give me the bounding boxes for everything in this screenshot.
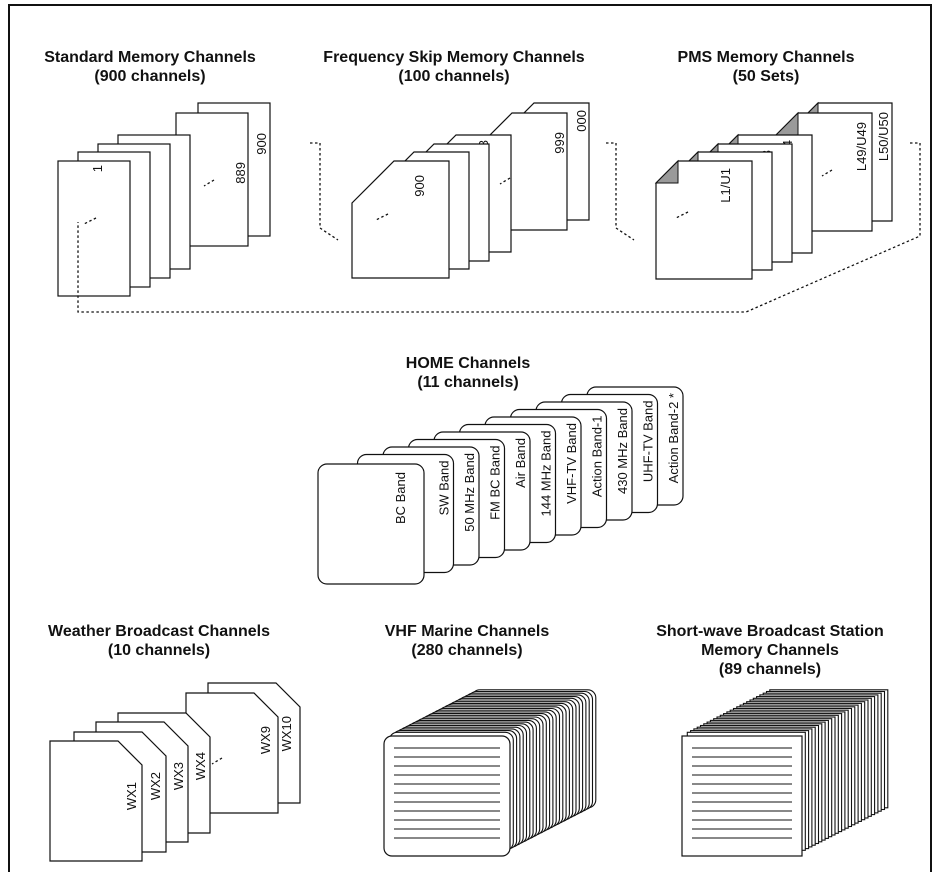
weather-card-label: WX4 <box>193 752 208 780</box>
weather-card <box>49 740 143 862</box>
skip-card-label: 000 <box>574 110 589 132</box>
home-card-label: VHF-TV Band <box>564 423 579 504</box>
pms-card-fold <box>774 111 799 136</box>
home-card-label: 144 MHz Band <box>539 431 554 517</box>
skip-link-dash <box>375 213 389 221</box>
home-card-label: Air Band <box>513 438 528 488</box>
weather-card-label: WX9 <box>258 726 273 754</box>
title-shortwave-count: (89 channels) <box>718 661 822 678</box>
diagram-frame <box>8 4 932 872</box>
title-shortwave: Short-wave Broadcast Station Memory Chan… <box>620 622 920 679</box>
title-marine-count: (280 channels) <box>411 642 523 659</box>
home-card-label: Action Band-1 <box>590 416 605 498</box>
title-home: HOME Channels (11 channels) <box>368 354 568 392</box>
pms-card-label: L49/U49 <box>854 122 869 171</box>
title-standard: Standard Memory Channels (900 channels) <box>20 48 280 86</box>
bank-link-path <box>77 142 921 313</box>
standard-card-label: 900 <box>254 133 269 155</box>
weather-card-label: WX10 <box>279 716 294 751</box>
home-card-label: BC Band <box>393 472 408 524</box>
title-home-name: HOME Channels <box>405 355 531 372</box>
home-card-label: SW Band <box>437 461 452 516</box>
pms-link-dash <box>821 169 833 177</box>
weather-card-label: WX2 <box>148 772 163 800</box>
title-skip-count: (100 channels) <box>398 68 510 85</box>
standard-card <box>57 160 131 297</box>
home-card-label: 430 MHz Band <box>615 408 630 494</box>
title-skip: Frequency Skip Memory Channels (100 chan… <box>296 48 612 86</box>
skip-card-label: 999 <box>552 132 567 154</box>
title-shortwave-sub: Memory Channels <box>701 642 839 659</box>
pms-link-dash <box>675 211 689 219</box>
title-weather: Weather Broadcast Channels (10 channels) <box>28 622 290 660</box>
title-weather-count: (10 channels) <box>107 642 211 659</box>
weather-card-label: WX1 <box>124 782 139 810</box>
title-standard-name: Standard Memory Channels <box>44 49 256 66</box>
home-card-label: FM BC Band <box>488 446 503 520</box>
home-card-front <box>317 463 425 585</box>
title-marine: VHF Marine Channels (280 channels) <box>360 622 574 660</box>
pms-card-label: L50/U50 <box>876 112 891 161</box>
standard-card-label: 1 <box>90 165 105 172</box>
title-skip-name: Frequency Skip Memory Channels <box>323 49 585 66</box>
title-shortwave-name: Short-wave Broadcast Station <box>656 623 884 640</box>
title-home-count: (11 channels) <box>417 374 519 391</box>
title-marine-name: VHF Marine Channels <box>384 623 550 640</box>
home-card-label: Action Band-2 * <box>666 393 681 483</box>
standard-card-label: 889 <box>233 162 248 184</box>
skip-card-label: 900 <box>412 175 427 197</box>
skip-link-dash <box>499 177 511 185</box>
skip-card <box>351 160 450 279</box>
pms-card-fold <box>654 159 679 184</box>
title-pms: PMS Memory Channels (50 Sets) <box>640 48 892 86</box>
weather-link-dash <box>211 757 223 765</box>
title-pms-name: PMS Memory Channels <box>677 49 855 66</box>
pms-card-label: L1/U1 <box>718 168 733 203</box>
bank-link-path <box>606 142 635 241</box>
title-standard-count: (900 channels) <box>94 68 206 85</box>
weather-card-label: WX3 <box>171 762 186 790</box>
shortwave-card-front <box>681 735 803 857</box>
home-card-label: UHF-TV Band <box>641 401 656 483</box>
bank-link-path <box>310 142 339 241</box>
standard-link-dash <box>203 179 215 187</box>
title-pms-count: (50 Sets) <box>732 68 800 85</box>
standard-link-dash <box>83 217 97 225</box>
title-weather-name: Weather Broadcast Channels <box>48 623 270 640</box>
home-card-label: 50 MHz Band <box>462 453 477 532</box>
